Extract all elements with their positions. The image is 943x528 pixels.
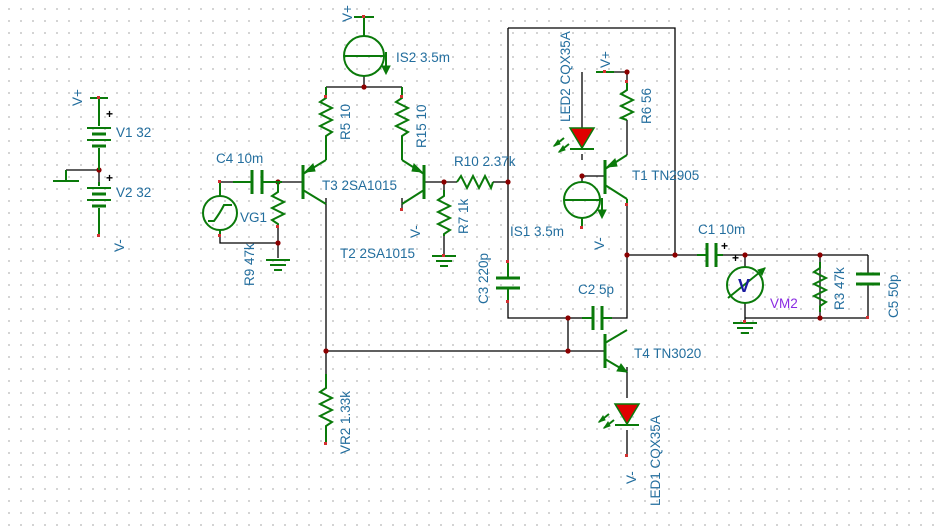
led1-label: LED1 CQX35A [648,415,663,506]
c3-label: C3 220p [476,253,491,304]
c2-label: C2 5p [578,282,614,297]
r10-label: R10 2.37k [454,154,516,169]
resistor-r3[interactable]: R3 47k [811,262,847,312]
t2-vminus-label: V- [408,225,423,238]
resistor-r10[interactable]: R10 2.37k [454,154,516,191]
r7-label: R7 1k [456,198,471,234]
resistor-r5[interactable]: R5 10 [317,87,353,160]
led-led2[interactable]: LED2 CQX35A [552,31,596,153]
junction-dot [742,252,748,258]
is2-vplus-label: V+ [340,5,355,22]
vminus-terminal: V- [112,239,127,252]
junction-dot [565,348,571,354]
ground-symbol [266,259,290,271]
vplus-terminal: V+ [596,51,614,73]
r6-label: R6 56 [639,88,654,124]
resistor-r15[interactable]: R15 10 [393,87,429,160]
junction-dot [323,348,329,354]
junction-dot [672,252,678,258]
voltmeter-vm2[interactable]: V + VM2 [726,251,798,311]
c1-label: C1 10m [698,222,745,237]
r6-vplus-label: V+ [598,51,613,68]
plus-sign: + [106,107,113,121]
junction-dot [817,315,823,321]
plus-sign: + [721,239,728,253]
r3-label: R3 47k [832,267,847,310]
vg1-label: VG1 [240,210,267,225]
resistor-r7[interactable]: R7 1k [435,190,471,236]
led2-label: LED2 CQX35A [558,31,573,122]
capacitor-c4[interactable]: C4 10m [216,151,282,194]
transistor-t3[interactable]: T3 2SA1015 [301,159,397,205]
r9-label: R9 47k [242,243,257,286]
transistor-t1[interactable]: T1 TN2905 [603,154,699,205]
resistor-r6[interactable]: R6 56 [618,82,654,124]
led-led1[interactable]: V- LED1 CQX35A [597,403,663,506]
vplus-terminal: V+ [70,89,108,106]
capacitor-c5[interactable]: C5 50p [856,272,901,318]
junction-dot [505,179,511,185]
vm2-label: VM2 [770,296,798,311]
capacitor-c1[interactable]: + C1 10m [697,222,745,267]
v2-label: V2 32 [116,185,151,200]
t2-label: T2 2SA1015 [340,246,415,261]
current-source-is1[interactable]: IS1 3.5m V- [510,181,607,250]
junction-dot [624,252,630,258]
r5-label: R5 10 [338,104,353,140]
v1-label: V1 32 [116,125,151,140]
c5-label: C5 50p [886,274,901,318]
transistor-t2[interactable]: V- T2 2SA1015 [340,159,426,261]
junction-dot [361,84,367,90]
current-source-is2[interactable]: V+ IS2 3.5m [340,5,450,77]
is2-label: IS2 3.5m [396,50,450,65]
meter-symbol: V [738,276,750,296]
signal-source-vg1[interactable]: VG1 [202,182,267,236]
capacitor-c3[interactable]: C3 220p [476,253,520,304]
junction-dot [565,315,571,321]
is1-vminus-label: V- [592,237,607,250]
capacitor-c2[interactable]: C2 5p [578,282,614,330]
resistor-vr2[interactable]: VR2 1.33k [317,374,353,454]
vminus-label: V- [112,239,127,252]
c4-label: C4 10m [216,151,263,166]
vplus-label: V+ [70,89,85,106]
junction-dot [275,240,281,246]
wires [66,20,869,455]
pin-markers [97,15,869,457]
led1-vminus-label: V- [624,471,639,484]
junction-dot [579,173,585,179]
ground-symbol [733,322,757,334]
junction-dot [441,179,447,185]
junction-dot [624,69,630,75]
ground-symbol [53,170,79,182]
ground-symbol [432,255,456,267]
t3-label: T3 2SA1015 [322,178,397,193]
vr2-label: VR2 1.33k [338,391,353,454]
t1-label: T1 TN2905 [632,168,699,183]
r15-label: R15 10 [414,104,429,148]
battery-v1[interactable]: + V1 32 [87,98,151,170]
transistor-t4[interactable]: T4 TN3020 [603,329,701,373]
plus-sign: + [732,251,739,265]
junctions [96,69,823,354]
plus-sign: + [106,171,113,185]
battery-v2[interactable]: + V2 32 [87,171,151,234]
junction-dot [817,252,823,258]
t4-label: T4 TN3020 [634,346,701,361]
resistor-r9[interactable]: R9 47k [242,182,287,286]
is1-label: IS1 3.5m [510,224,564,239]
